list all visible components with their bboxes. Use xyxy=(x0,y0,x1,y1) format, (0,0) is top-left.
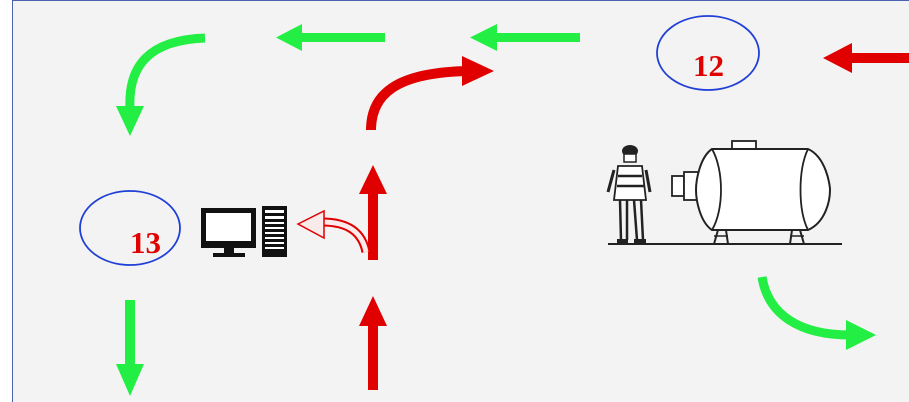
red-outline-arrow-to-computer xyxy=(296,209,371,254)
node-12-label: 12 xyxy=(693,48,724,83)
computer-icon xyxy=(201,206,287,257)
worker-icon xyxy=(606,145,652,243)
node-13-label: 13 xyxy=(130,225,161,260)
red-arrow-up-2 xyxy=(359,296,387,390)
node-13: 13 xyxy=(79,190,181,266)
red-arrow-up-1 xyxy=(359,165,387,260)
red-arrow-left xyxy=(823,43,909,73)
red-curved-arrow-right xyxy=(366,56,494,131)
green-arrow-left-1 xyxy=(276,24,385,51)
tank-icon xyxy=(608,140,842,245)
green-curved-arrow-down xyxy=(116,33,206,136)
green-arrow-left-2 xyxy=(470,24,580,51)
node-12: 12 xyxy=(656,15,760,91)
green-arrow-down xyxy=(116,300,144,396)
green-curved-arrow-right xyxy=(757,276,876,350)
